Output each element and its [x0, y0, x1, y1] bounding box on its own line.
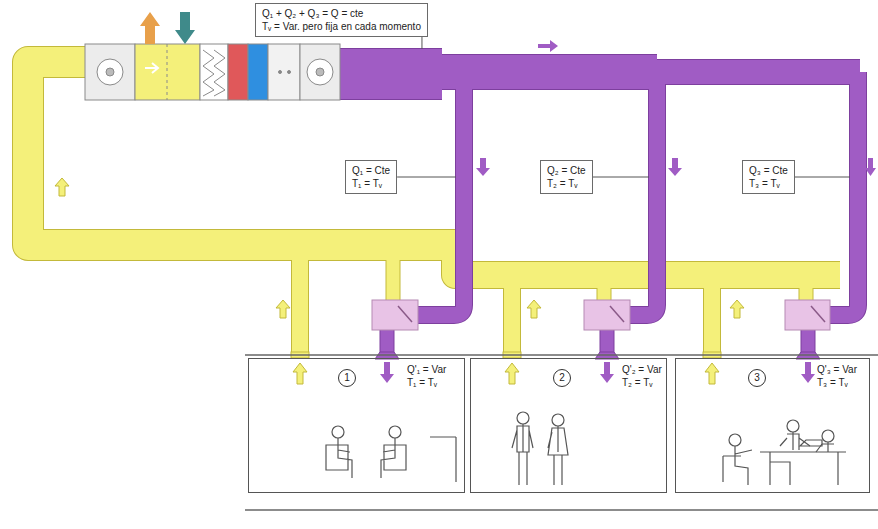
callout-text: Q₃ = Cte [749, 164, 788, 177]
return-flow-arrow [55, 178, 744, 318]
room-flow-label: T₂ = Tᵥ [621, 376, 654, 389]
return-duct [28, 62, 840, 356]
room-flow-label: Q'₁ = Var [406, 363, 447, 376]
room-box: 2 Q'₂ = VarT₂ = Tᵥ [470, 358, 667, 493]
callout-text: Tᵥ = Var. pero fija en cada momento [262, 20, 421, 33]
callout-text: Q₁ + Q₂ + Q₃ = Q = cte [262, 7, 421, 20]
room-flow-label: Q'₃ = Var [816, 363, 858, 376]
room-number: 2 [553, 369, 571, 387]
callout-text: T₃ = Tᵥ [749, 177, 788, 190]
air-handling-unit [85, 44, 340, 100]
callout-text: T₂ = Tᵥ [547, 177, 586, 190]
people-figures [326, 412, 846, 485]
leader-line [421, 37, 422, 49]
supply-duct [340, 72, 860, 353]
exhaust-arrow [140, 12, 160, 44]
room-flow-label: T₃ = Tᵥ [816, 376, 849, 389]
supply-flow-arrow [476, 40, 876, 176]
callout-box: Q₁ = CteT₁ = Tᵥ [345, 160, 397, 194]
building-slab [245, 355, 878, 510]
room-number: 1 [338, 369, 356, 387]
mix-arrow [145, 63, 158, 73]
callout-text: T₁ = Tᵥ [352, 177, 390, 190]
return-duct-outline [28, 62, 840, 356]
room-flow-label: T₁ = Tᵥ [406, 376, 438, 389]
damper [398, 306, 825, 322]
room-number: 3 [748, 369, 766, 387]
leader-line [593, 177, 649, 178]
room-box: 1 Q'₁ = VarT₁ = Tᵥ [248, 358, 465, 493]
supply-duct-outline [340, 72, 860, 353]
room-flow-label: Q'₂ = Var [621, 363, 663, 376]
leader-line [397, 177, 456, 178]
room-box: 3 Q'₃ = VarT₃ = Tᵥ [675, 358, 870, 493]
terminal-unit [372, 300, 830, 330]
fresh-air-arrow [175, 12, 195, 44]
callout-box: Q₁ + Q₂ + Q₃ = Q = cteTᵥ = Var. pero fij… [255, 3, 428, 37]
leader-line [795, 177, 850, 178]
callout-box: Q₃ = CteT₃ = Tᵥ [742, 160, 795, 194]
callout-text: Q₁ = Cte [352, 164, 390, 177]
callout-text: Q₂ = Cte [547, 164, 586, 177]
callout-box: Q₂ = CteT₂ = Tᵥ [540, 160, 593, 194]
